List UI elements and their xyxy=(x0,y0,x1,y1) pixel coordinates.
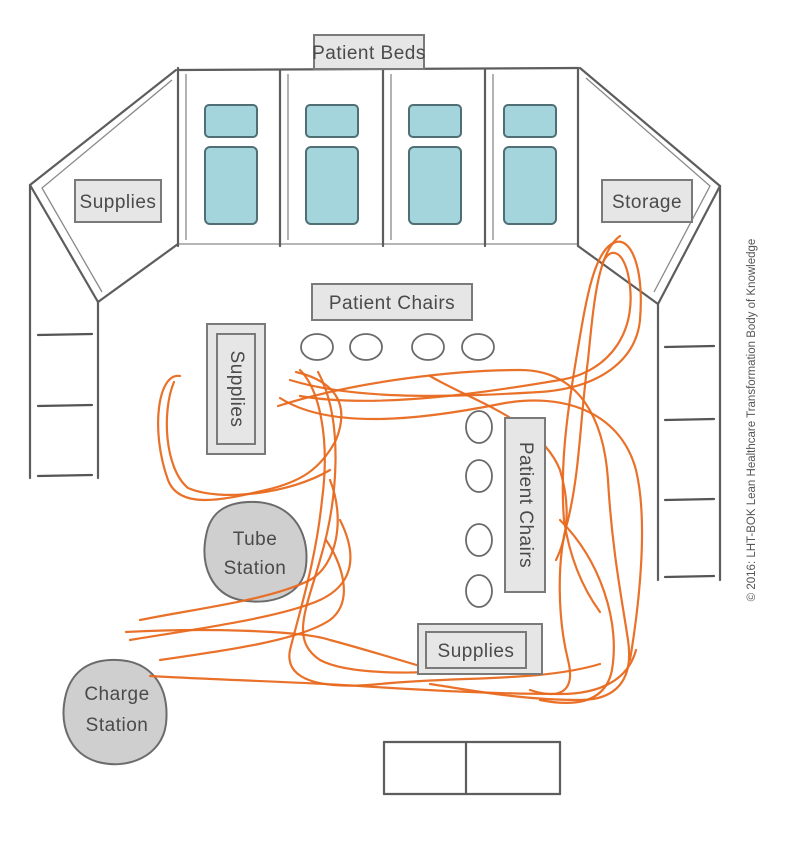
supplies-bottom-label: Supplies xyxy=(438,641,515,662)
bed-4 xyxy=(503,104,557,225)
patient-chairs-top-label: Patient Chairs xyxy=(329,293,455,314)
label-patient-beds: Patient Beds xyxy=(312,34,426,70)
charge-station: Charge Station xyxy=(62,658,168,766)
label-supplies-left: Supplies xyxy=(74,179,162,223)
charge-station-label-2: Station xyxy=(86,715,149,736)
label-supplies-bottom: Supplies xyxy=(417,623,543,675)
supplies-left-label: Supplies xyxy=(80,192,157,213)
tube-station-label-2: Station xyxy=(224,558,287,579)
right-shelves xyxy=(663,344,716,579)
patient-beds-group xyxy=(204,104,557,225)
label-patient-chairs-side: Patient Chairs xyxy=(504,417,546,593)
patient-beds-label: Patient Beds xyxy=(312,43,426,64)
left-shelves xyxy=(36,332,94,478)
bed-3 xyxy=(408,104,462,225)
bed-2 xyxy=(305,104,359,225)
storage-label: Storage xyxy=(612,192,682,213)
patient-chairs-side-label: Patient Chairs xyxy=(515,442,536,568)
chairs-side-column xyxy=(465,410,493,608)
walking-paths xyxy=(124,234,644,704)
bottom-cabinet xyxy=(382,740,562,796)
label-supplies-vertical: Supplies xyxy=(206,323,266,455)
room-walls xyxy=(28,66,722,582)
chairs-top-row xyxy=(300,333,495,361)
charge-station-label-1: Charge xyxy=(84,684,149,705)
tube-station-label-1: Tube xyxy=(233,529,278,550)
label-storage: Storage xyxy=(601,179,693,223)
tube-station: Tube Station xyxy=(203,500,308,603)
copyright-text: © 2016: LHT-BOK Lean Healthcare Transfor… xyxy=(746,239,758,602)
supplies-vertical-label: Supplies xyxy=(226,351,247,428)
bed-1 xyxy=(204,104,258,225)
label-patient-chairs-top: Patient Chairs xyxy=(311,283,473,321)
